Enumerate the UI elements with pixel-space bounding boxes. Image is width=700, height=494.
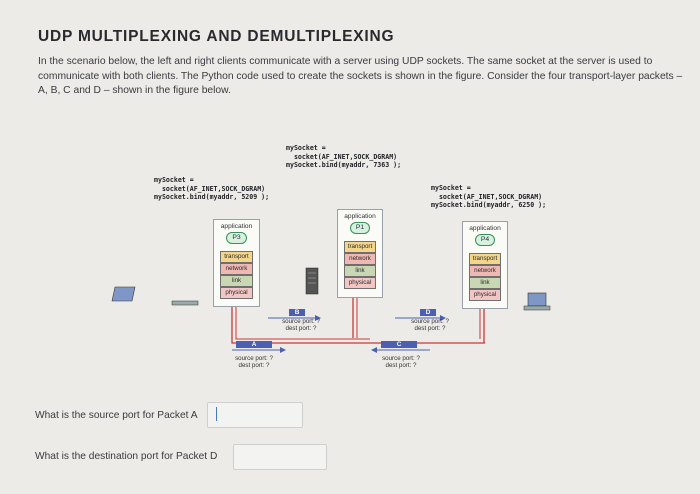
packet-a-header: A	[236, 341, 272, 348]
process-p1: P1	[350, 222, 370, 234]
intro-text: In the scenario below, the left and righ…	[38, 56, 683, 97]
left-client-stack: application P3 transport network link ph…	[213, 219, 260, 307]
right-network-layer: network	[469, 265, 501, 277]
left-transport-layer: transport	[220, 251, 253, 263]
right-client-stack: application P4 transport network link ph…	[462, 221, 508, 309]
question-packet-a-source: What is the source port for Packet A	[35, 410, 198, 421]
server-stack: application P1 transport network link ph…	[337, 209, 383, 298]
question-packet-d-dest: What is the destination port for Packet …	[35, 451, 218, 462]
server-physical-layer: physical	[344, 277, 376, 289]
right-transport-layer: transport	[469, 253, 501, 265]
packet-c-ports: source port: ? dest port: ?	[382, 355, 420, 370]
packet-d-ports: source port: ? dest port: ?	[411, 318, 449, 333]
left-link-line-2	[235, 305, 370, 340]
text-cursor	[216, 407, 217, 421]
packet-b-ports: source port: ? dest port: ?	[282, 318, 320, 333]
process-p4: P4	[475, 234, 495, 246]
server-icon	[305, 267, 319, 295]
server-application-label: application	[344, 213, 376, 220]
answer-input-packet-d-dest[interactable]	[233, 444, 327, 470]
right-socket-code: mySocket = socket(AF_INET,SOCK_DGRAM) my…	[431, 184, 547, 210]
left-laptop-icon	[111, 286, 199, 306]
server-network-layer: network	[344, 253, 376, 265]
right-link-layer: link	[469, 277, 501, 289]
server-transport-layer: transport	[344, 241, 376, 253]
left-network-layer: network	[220, 263, 253, 275]
packet-d-header: D	[420, 309, 436, 316]
right-laptop-icon	[523, 292, 551, 311]
right-application-label: application	[469, 225, 501, 232]
right-physical-layer: physical	[469, 289, 501, 301]
left-application-label: application	[220, 223, 253, 230]
left-physical-layer: physical	[220, 287, 253, 299]
packet-b-header: B	[289, 309, 305, 316]
packet-c-header: C	[381, 341, 417, 348]
center-socket-code: mySocket = socket(AF_INET,SOCK_DGRAM) my…	[286, 144, 402, 170]
answer-input-packet-a-source[interactable]	[207, 402, 303, 428]
server-link-layer: link	[344, 265, 376, 277]
left-link-layer: link	[220, 275, 253, 287]
page-title: UDP MULTIPLEXING AND DEMULTIPLEXING	[38, 28, 395, 45]
left-socket-code: mySocket = socket(AF_INET,SOCK_DGRAM) my…	[154, 176, 270, 202]
process-p3: P3	[226, 232, 247, 244]
packet-a-ports: source port: ? dest port: ?	[235, 355, 273, 370]
